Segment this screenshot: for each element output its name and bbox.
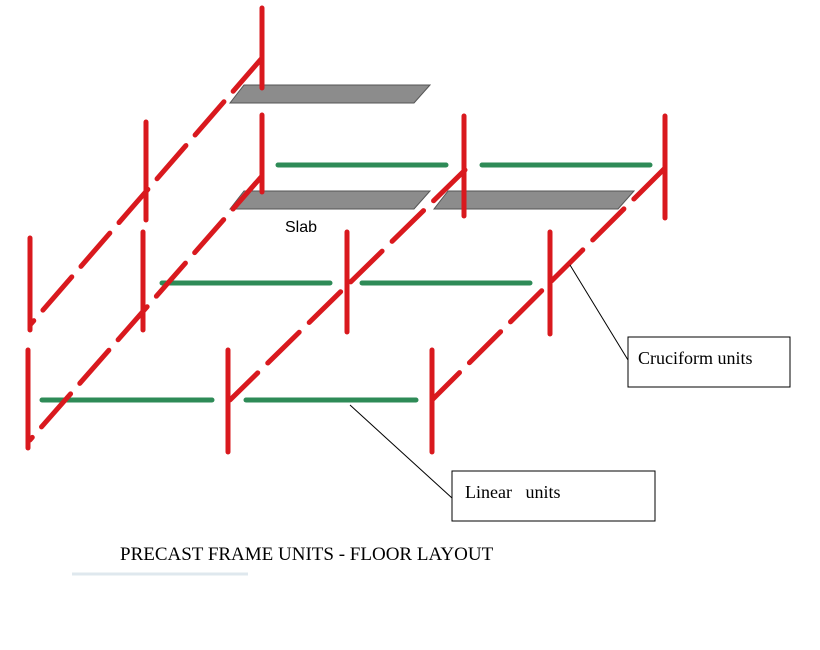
- cruciform-leader-line: [569, 264, 629, 361]
- slab: [228, 190, 432, 210]
- diagram-title: PRECAST FRAME UNITS - FLOOR LAYOUT: [120, 544, 494, 565]
- cruciform-unit-beam: [227, 167, 468, 403]
- cruciform-unit-beam: [429, 165, 668, 403]
- slab: [432, 190, 636, 210]
- linear-leader-line: [349, 404, 453, 499]
- cruciform-callout-box: [627, 336, 791, 388]
- slab-label: Slab: [285, 219, 317, 236]
- cruciform-unit-beam: [27, 173, 265, 443]
- cruciform-units-label: Cruciform units: [638, 348, 753, 368]
- linear-units-group: [39, 162, 653, 403]
- cruciform-units-group: [25, 5, 668, 455]
- slab: [228, 84, 432, 104]
- slab-group: [228, 84, 636, 210]
- cruciform-unit-beam: [27, 55, 265, 328]
- linear-units-label: Linear units: [465, 482, 560, 502]
- linear-callout-box: [451, 470, 656, 522]
